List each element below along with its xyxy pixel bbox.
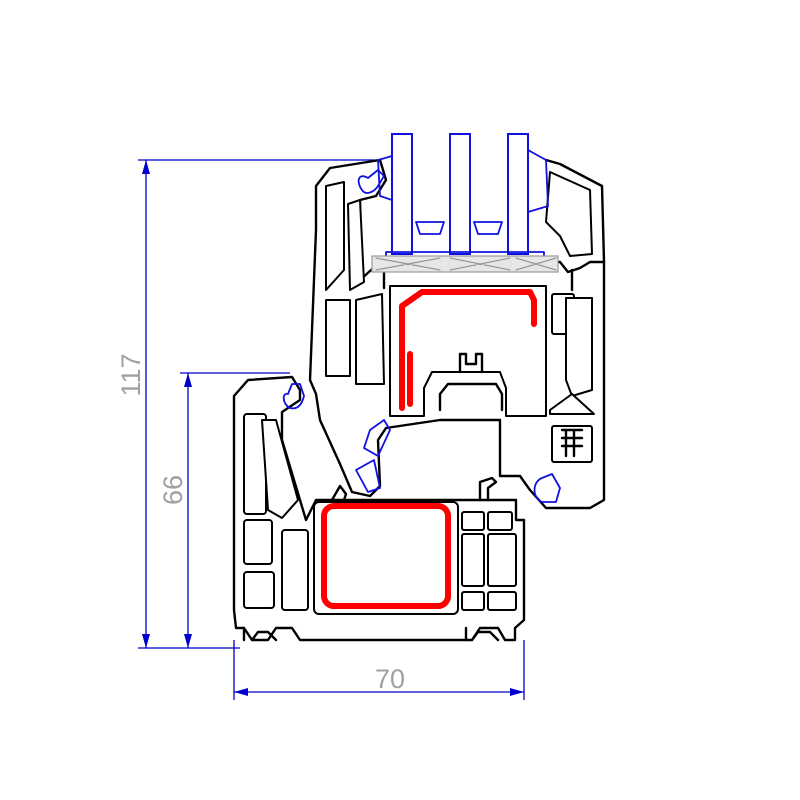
sash-exterior-chamber	[545, 171, 593, 257]
glazing-block	[371, 255, 559, 273]
frame-chamber	[487, 533, 517, 587]
frame-chamber	[487, 511, 513, 531]
sash-exterior-lip	[544, 158, 606, 264]
frame-height-label: 66	[158, 475, 188, 505]
triple-glazing-unit	[377, 133, 549, 267]
frame-main-chamber	[313, 501, 459, 615]
sash-chamber	[549, 393, 595, 415]
glazing-block-hatch	[375, 257, 557, 271]
frame-chamber	[281, 529, 309, 611]
frame-foot-left	[242, 626, 278, 642]
sash-steel-reinforcement	[399, 289, 537, 411]
depth-label: 70	[375, 664, 405, 694]
sash-chamber	[325, 181, 345, 291]
spacer-bar	[415, 221, 445, 235]
sash-chamber	[347, 199, 365, 291]
glazing-setting-block	[371, 255, 559, 273]
frame-outer-gasket	[282, 383, 305, 410]
sash-center-rib	[458, 352, 484, 374]
frame-foot-right	[464, 626, 500, 642]
frame-chamber	[461, 533, 485, 587]
sash-chamber	[355, 293, 385, 385]
frame-chamber	[243, 571, 275, 609]
sash-chamber	[565, 297, 593, 397]
frame-height-dimension: 66	[158, 372, 290, 648]
sash-chamber	[325, 299, 351, 377]
glass-pane	[449, 133, 471, 255]
frame-chamber	[243, 519, 273, 565]
sash-chamber	[551, 425, 593, 463]
sash-center-rib	[438, 382, 504, 412]
sash-main-chamber	[389, 285, 547, 417]
frame-chamber	[461, 511, 485, 531]
frame-chamber	[487, 591, 517, 611]
frame-rebate-rib	[330, 484, 348, 502]
glazing-bead-right	[527, 149, 549, 213]
depth-dimension: 70	[233, 640, 525, 700]
center-gasket	[363, 419, 391, 457]
dimension-annotations: 117 66 70	[116, 159, 525, 700]
frame-rebate-rib	[478, 476, 498, 502]
gaskets	[282, 169, 561, 503]
frame-steel-reinforcement	[321, 503, 451, 609]
glass-pane	[507, 133, 529, 255]
inner-gasket	[533, 473, 561, 503]
frame-chamber	[261, 419, 299, 519]
sash-top-gasket	[357, 169, 385, 194]
frame-chamber	[461, 591, 485, 611]
glass-pane	[391, 133, 413, 255]
frame-middle-gasket	[355, 459, 381, 493]
total-height-label: 117	[116, 353, 146, 396]
total-height-dimension: 117	[116, 159, 380, 649]
spacer-bar	[473, 221, 503, 235]
hardware-groove	[560, 428, 584, 458]
